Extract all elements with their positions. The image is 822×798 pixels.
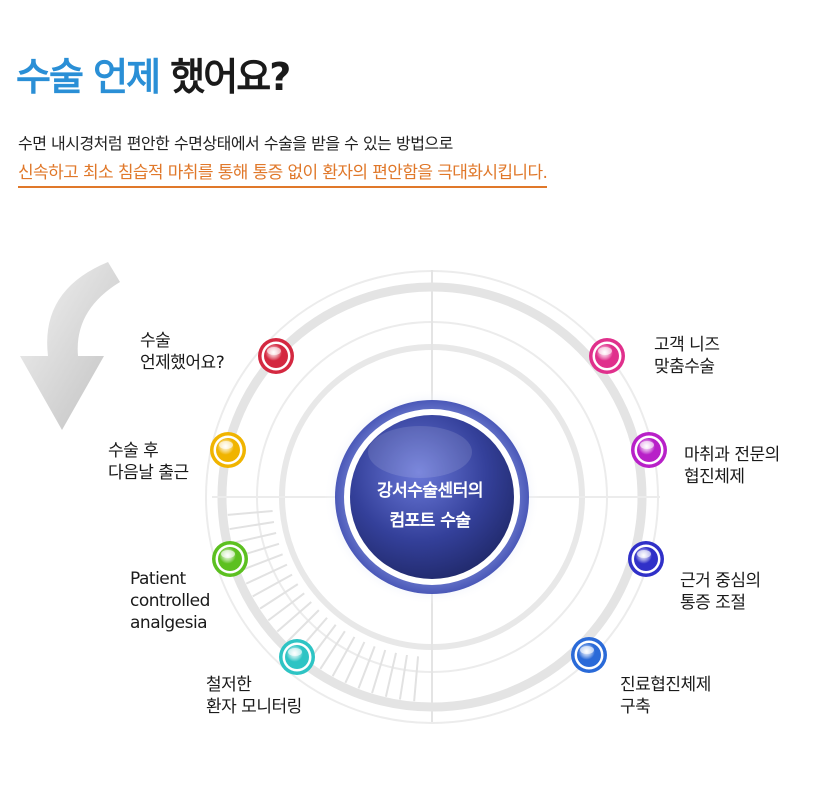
purple-bullet-icon — [631, 432, 667, 468]
feature-label-line: analgesia — [130, 613, 208, 633]
feature-label-line: 수술 후 — [108, 441, 159, 461]
feature-label-anesthesiologist: 마취과 전문의 협진체제 — [684, 444, 780, 488]
feature-label-line: 진료협진체제 — [620, 675, 711, 695]
description-line-2: 신속하고 최소 침습적 마취를 통해 통증 없이 환자의 편안함을 극대화시킵니… — [18, 158, 548, 188]
feature-label-pain-control: 근거 중심의 통증 조절 — [680, 570, 761, 614]
feature-label-customer-needs: 고객 니즈 맞춤수술 — [654, 334, 720, 378]
center-label: 강서수술센터의 컴포트 수술 — [340, 476, 520, 536]
feature-label-pca: Patient controlled analgesia — [130, 568, 210, 634]
title-highlight: 수술 언제 — [16, 55, 161, 99]
center-circle — [324, 389, 540, 605]
background-rings — [205, 270, 660, 724]
feature-label-line: 환자 모니터링 — [206, 697, 302, 717]
feature-label-line: 고객 니즈 — [654, 335, 720, 355]
blue-bullet-icon — [571, 637, 607, 673]
description-line-1: 수면 내시경처럼 편안한 수면상태에서 수술을 받을 수 있는 방법으로 — [18, 134, 453, 153]
feature-label-surgery-when: 수술 언제했어요? — [140, 330, 225, 374]
feature-label-line: controlled — [130, 591, 210, 611]
feature-label-line: 협진체제 — [684, 467, 745, 487]
yellow-bullet-icon — [210, 432, 246, 468]
indigo-bullet-icon — [628, 541, 664, 577]
feature-label-line: 구축 — [620, 697, 651, 717]
red-bullet-icon — [258, 338, 294, 374]
feature-label-line: 언제했어요? — [140, 353, 225, 373]
feature-label-line: 수술 — [140, 331, 171, 351]
cyan-bullet-icon — [279, 639, 315, 675]
feature-label-collaboration: 진료협진체제 구축 — [620, 674, 711, 718]
feature-label-line: 통증 조절 — [680, 593, 746, 613]
feature-label-line: 철저한 — [206, 675, 252, 695]
center-label-line-2: 컴포트 수술 — [389, 511, 471, 531]
feature-label-line: 마취과 전문의 — [684, 445, 780, 465]
green-bullet-icon — [212, 541, 248, 577]
pink-bullet-icon — [589, 338, 625, 374]
feature-label-line: 근거 중심의 — [680, 571, 761, 591]
feature-label-line: 맞춤수술 — [654, 357, 715, 377]
feature-label-next-day-work: 수술 후 다음날 출근 — [108, 440, 189, 484]
feature-label-line: Patient — [130, 569, 186, 589]
feature-label-monitoring: 철저한 환자 모니터링 — [206, 674, 302, 718]
center-label-line-1: 강서수술센터의 — [377, 481, 483, 501]
page-title: 수술 언제 했어요? — [16, 55, 291, 99]
feature-label-line: 다음날 출근 — [108, 463, 189, 483]
down-arrow-icon — [20, 262, 120, 430]
title-rest: 했어요? — [159, 55, 291, 99]
